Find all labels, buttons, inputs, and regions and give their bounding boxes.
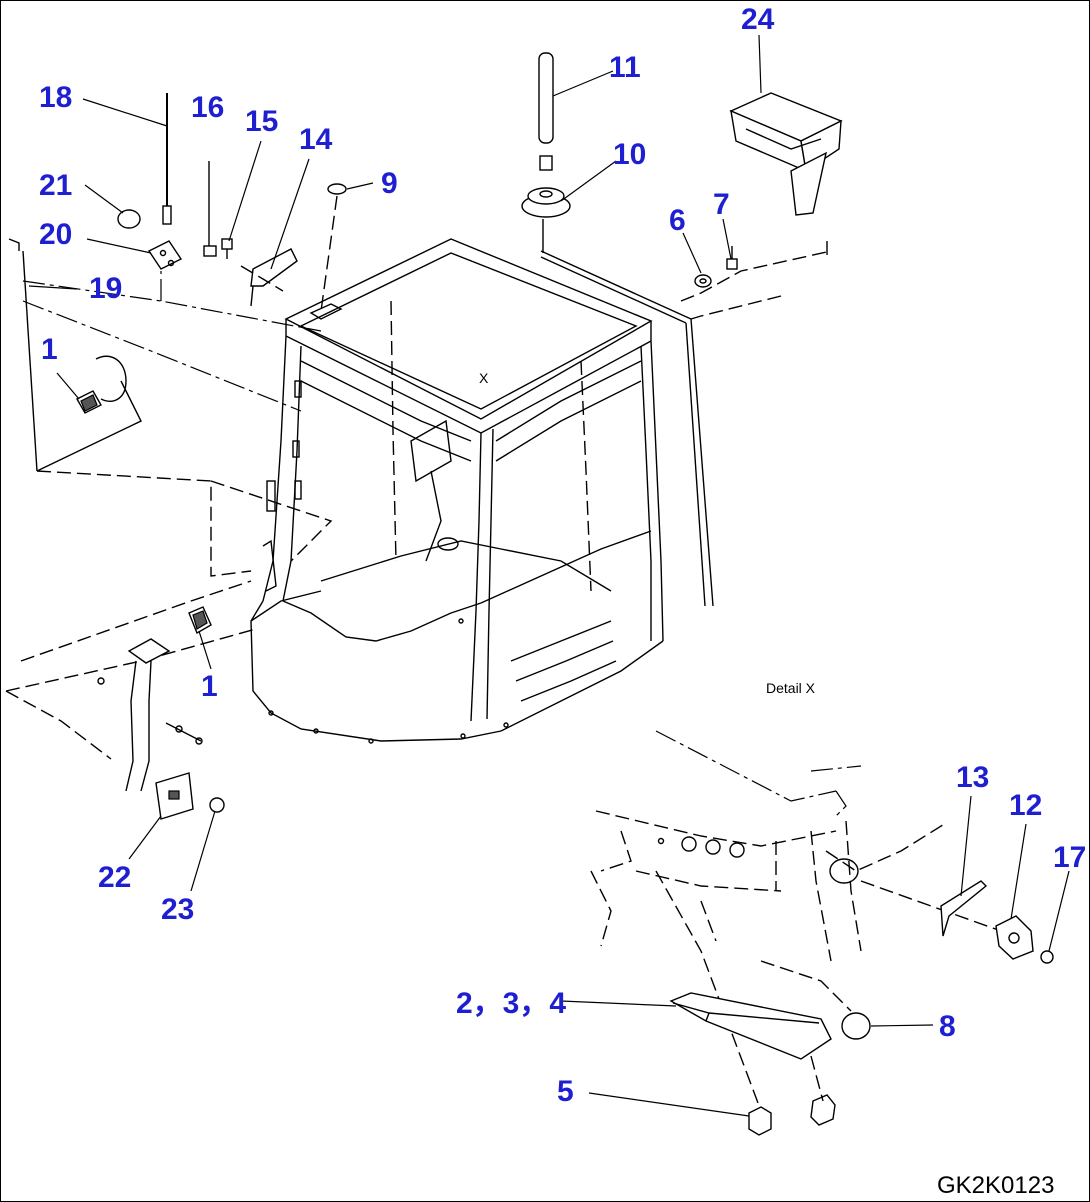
callout-1-lower: 1: [201, 670, 218, 703]
detail-x-label: Detail X: [766, 680, 816, 696]
part-17-bolt: [1040, 950, 1054, 964]
part-8-knob: [841, 1012, 871, 1040]
part-21-disc: [117, 209, 141, 229]
part-1-clip-lower: [188, 606, 212, 635]
part-1-clip-upper: [76, 390, 102, 414]
callout-6: 6: [669, 204, 686, 237]
part-12-lock: [995, 915, 1034, 960]
callout-12: 12: [1009, 789, 1042, 822]
part-7-bolt: [726, 246, 738, 270]
part-13-bracket: [940, 880, 988, 937]
callout-1-upper: 1: [41, 333, 58, 366]
detail-x-view: [590, 730, 1002, 1112]
part-20-bracket: [147, 240, 183, 270]
part-10-grommet: [521, 187, 571, 218]
callout-17: 17: [1053, 841, 1086, 874]
part-9-cap: [320, 183, 347, 312]
callout-9: 9: [381, 167, 398, 200]
callout-2-3-4: 2，3，4: [456, 987, 566, 1020]
callout-8: 8: [939, 1010, 956, 1043]
callout-labels: 24 11 10 18 16 15 14 9 21 20 19 1 6 7 1 …: [39, 3, 1086, 1199]
leader-lines: [28, 34, 1070, 1117]
callout-5: 5: [557, 1075, 574, 1108]
callout-15: 15: [245, 105, 278, 138]
part-14-bracket: [240, 248, 298, 307]
callout-11: 11: [609, 51, 641, 84]
callout-7: 7: [713, 188, 730, 221]
callout-22: 22: [98, 861, 131, 894]
part-6-washer: [694, 274, 712, 288]
view-marker-x: X: [479, 370, 489, 386]
callout-18: 18: [39, 81, 72, 114]
callout-10: 10: [613, 138, 646, 171]
part-2-3-4-armrest: [669, 992, 832, 1060]
callout-14: 14: [299, 123, 333, 156]
drawing-code: GK2K0123: [937, 1172, 1054, 1199]
part-15-bolt: [221, 238, 233, 259]
callout-19: 19: [89, 272, 122, 305]
callout-13: 13: [956, 761, 989, 794]
callout-23: 23: [161, 893, 194, 926]
part-18-rod: [162, 93, 172, 225]
part-11-rod: [538, 52, 554, 171]
callout-24: 24: [741, 3, 775, 36]
callout-20: 20: [39, 218, 72, 251]
part-24-tray: [729, 92, 843, 216]
callout-21: 21: [39, 169, 72, 202]
part-23-knob: [209, 797, 225, 813]
part-16-bolt: [203, 161, 217, 257]
operator-cab-frame: [250, 219, 714, 744]
part-5-cap: [748, 1055, 836, 1136]
lower-left-hinge: [97, 638, 203, 792]
left-reference-frames: [5, 238, 333, 760]
callout-16: 16: [191, 91, 224, 124]
part-22-box: [155, 772, 194, 820]
